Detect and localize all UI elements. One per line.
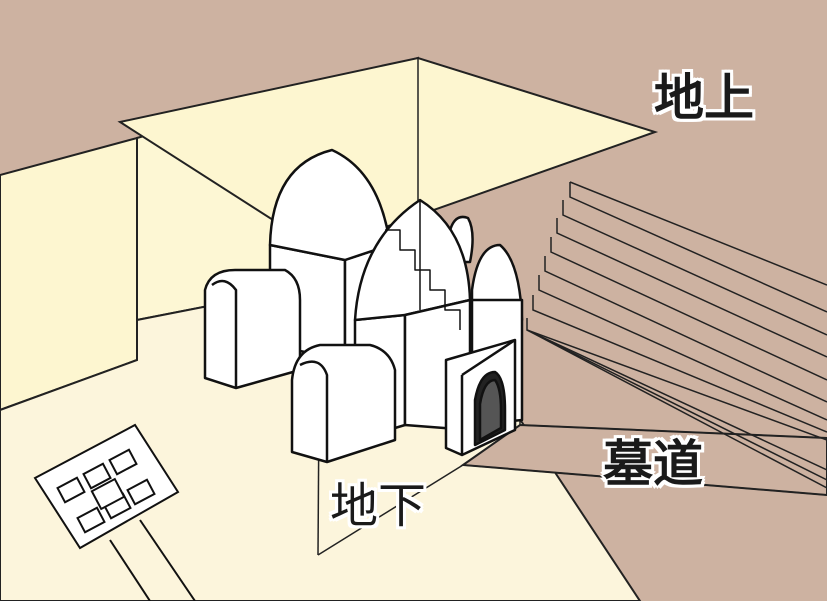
tomb-structure [203,148,524,464]
label-tomb-passage: 墓道 [603,435,703,493]
platform-model [33,423,196,601]
section-edge-2 [317,464,464,556]
label-underground: 地下 [330,478,427,534]
passage-steps [462,181,827,496]
pit-rim [117,56,659,252]
label-above-ground: 地上 [654,69,754,127]
